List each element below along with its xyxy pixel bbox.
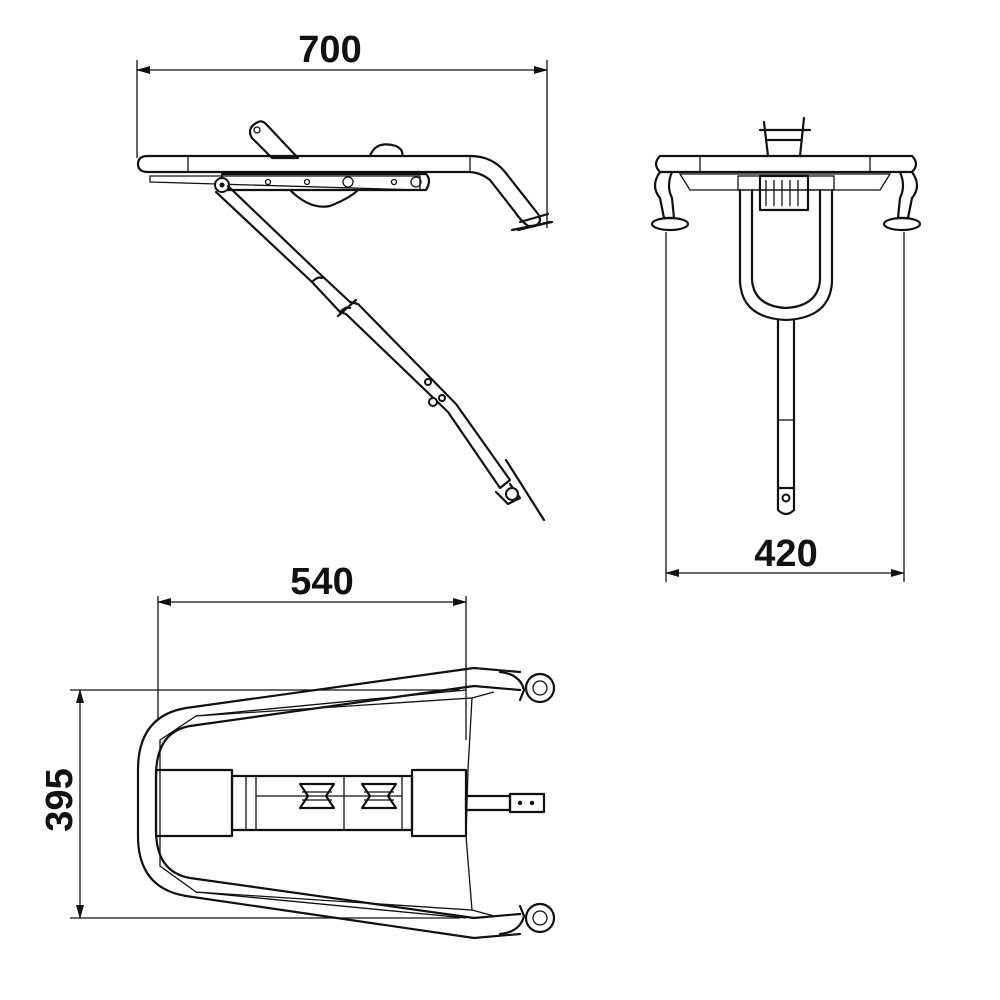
front-view-dimension: 420	[665, 232, 905, 582]
side-view-length-label: 700	[298, 29, 361, 71]
side-view-dimension: 700	[136, 29, 548, 228]
front-view: 420	[650, 116, 922, 582]
top-view-length-label: 540	[290, 561, 353, 603]
front-view-width-label: 420	[754, 533, 817, 575]
top-view-length-dimension: 540	[157, 561, 467, 740]
side-view: 700	[136, 29, 554, 522]
top-view-width-dimension: 395	[39, 689, 460, 919]
top-view: 540 395	[39, 561, 556, 940]
top-view-width-label: 395	[39, 768, 81, 831]
